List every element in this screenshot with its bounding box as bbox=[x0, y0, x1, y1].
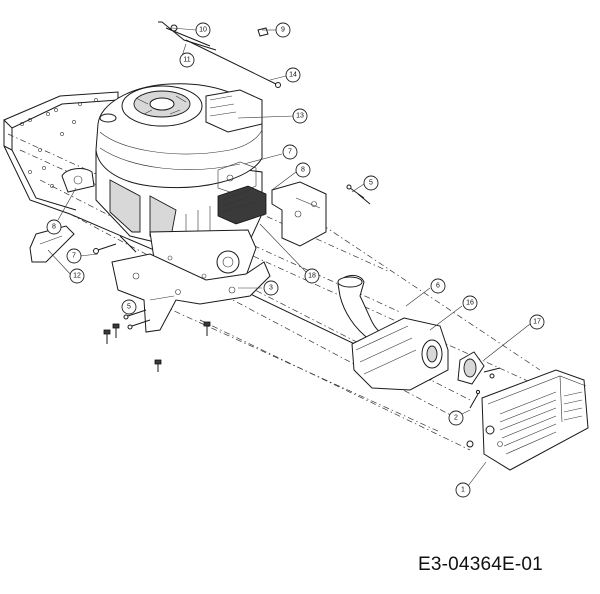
callout-13: 12 bbox=[69, 268, 85, 284]
callout-label: 5 bbox=[127, 304, 131, 311]
callout-label: 18 bbox=[308, 273, 316, 280]
callout-label: 5 bbox=[369, 180, 373, 187]
callout-9: 9 bbox=[275, 22, 291, 38]
callout-label: 6 bbox=[436, 283, 440, 290]
engine-mount-plate bbox=[111, 253, 271, 333]
callout-5-upper: 5 bbox=[363, 175, 379, 191]
callout-8-left: 8 bbox=[46, 219, 62, 235]
callout-16: 16 bbox=[462, 295, 478, 311]
callout-7: 7 bbox=[66, 248, 82, 264]
callout-14: 13 bbox=[292, 108, 308, 124]
air-filter-part-10 bbox=[217, 185, 267, 225]
callout-label: 1 bbox=[461, 487, 465, 494]
callout-label: 8 bbox=[301, 167, 305, 174]
callout-8-upper: 8 bbox=[295, 162, 311, 178]
exhaust-bracket-part-8 bbox=[271, 181, 327, 247]
callout-label: 8 bbox=[52, 224, 56, 231]
callout-label: 9 bbox=[281, 27, 285, 34]
bolt-set bbox=[103, 184, 371, 372]
callout-2: 2 bbox=[448, 410, 464, 426]
callouts: 10 9 11 14 13 7 8 5 8 7 12 18 3 6 16 5 1… bbox=[46, 22, 545, 498]
callout-12: 10 bbox=[195, 22, 211, 38]
throttle-rod-parts bbox=[158, 21, 281, 88]
callout-10: 7 bbox=[282, 144, 298, 160]
callout-label: 11 bbox=[183, 57, 190, 64]
engine-assembly bbox=[95, 83, 263, 291]
exhaust-system bbox=[337, 275, 589, 471]
callout-5-lower: 5 bbox=[121, 299, 137, 315]
callout-15: 14 bbox=[285, 67, 301, 83]
callout-3: 3 bbox=[263, 280, 279, 296]
chassis-frame bbox=[3, 91, 541, 451]
callout-label: 7 bbox=[72, 253, 76, 260]
callout-label: 3 bbox=[269, 285, 273, 292]
callout-1: 1 bbox=[455, 482, 471, 498]
callout-6: 6 bbox=[430, 278, 446, 294]
callout-label: 14 bbox=[289, 72, 297, 79]
oil-drain-bracket bbox=[29, 168, 137, 263]
callout-label: 13 bbox=[296, 113, 304, 120]
callout-label: 17 bbox=[533, 319, 541, 326]
callout-label: 12 bbox=[73, 273, 81, 280]
callout-label: 16 bbox=[466, 300, 474, 307]
callout-17: 17 bbox=[529, 314, 545, 330]
callout-11: 11 bbox=[179, 52, 195, 68]
callout-label: 2 bbox=[454, 415, 458, 422]
callout-18: 18 bbox=[304, 268, 320, 284]
callout-label: 7 bbox=[288, 149, 292, 156]
drawing-code: E3-04364E-01 bbox=[418, 554, 543, 575]
callout-label: 10 bbox=[199, 27, 207, 34]
